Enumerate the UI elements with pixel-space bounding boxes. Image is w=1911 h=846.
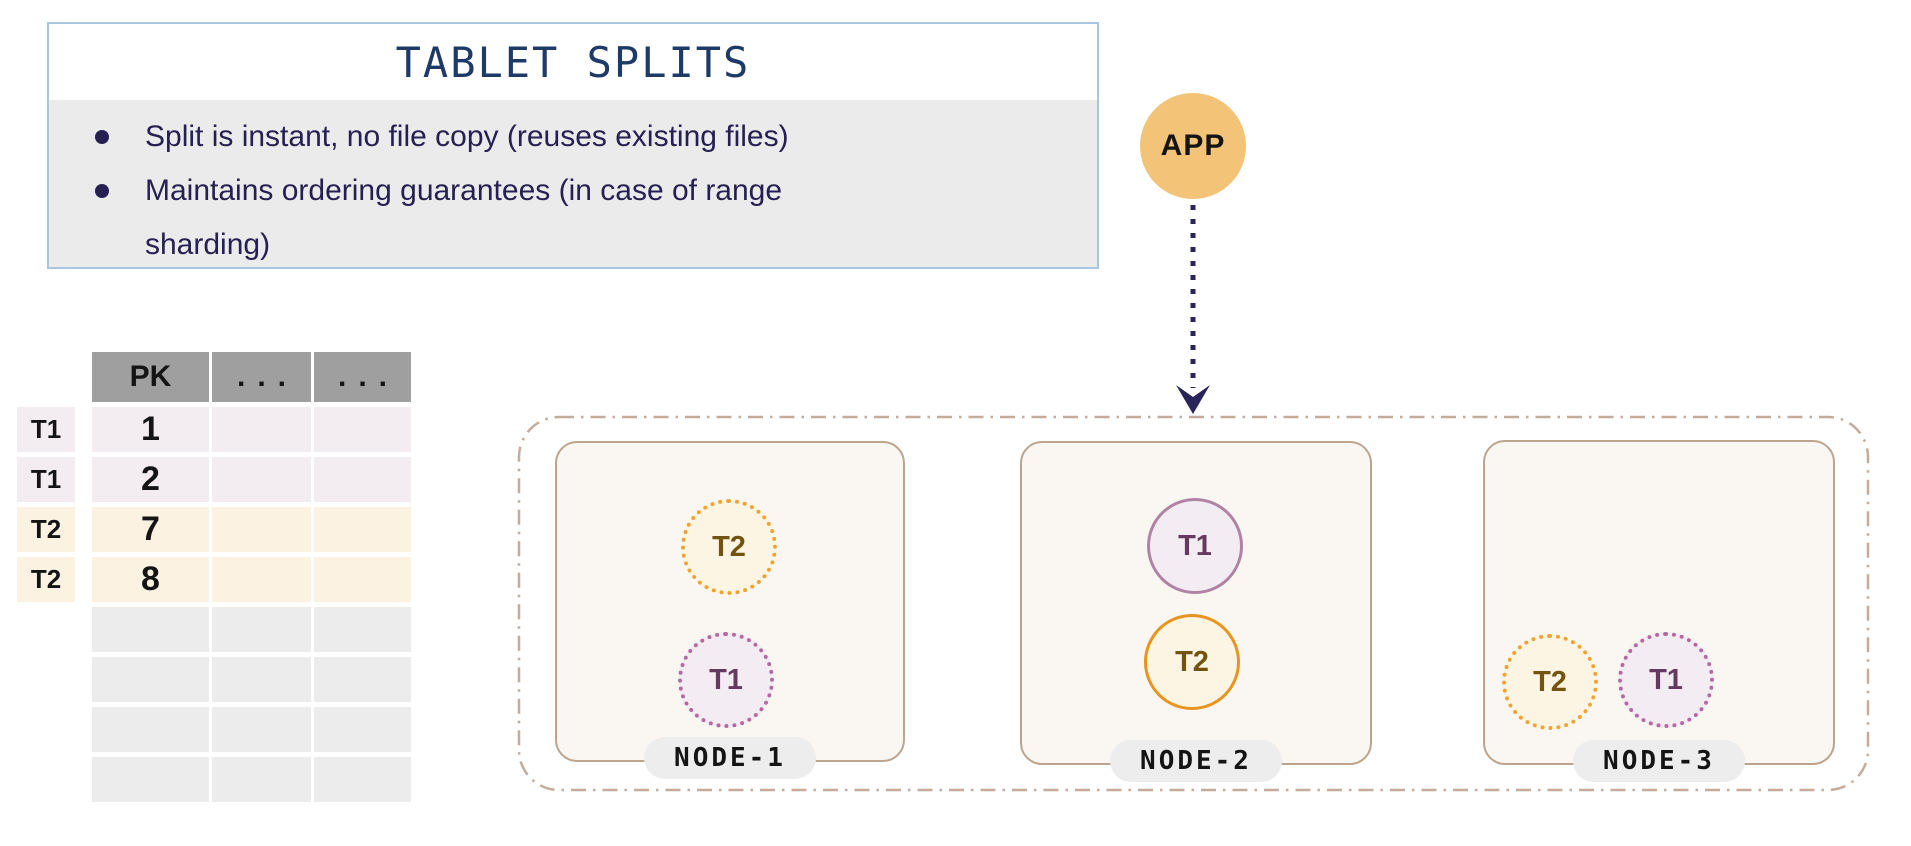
app-node: APP xyxy=(1140,93,1246,199)
data-cell xyxy=(212,607,311,652)
tablet-label: T2 xyxy=(1533,665,1567,698)
data-cell xyxy=(212,407,311,452)
table-row-empty xyxy=(17,607,411,652)
data-cell xyxy=(92,657,209,702)
tablet-t2-replica: T2 xyxy=(1502,634,1598,730)
tablet-label: T2 xyxy=(712,530,746,563)
table-row-empty xyxy=(17,707,411,752)
app-label: APP xyxy=(1160,129,1226,162)
tablet-label: T2 xyxy=(1175,645,1209,678)
data-cell xyxy=(212,757,311,802)
pk-table: PK ... ... T1 1 T1 2 T2 7 T2 8 xyxy=(17,352,411,807)
table-row: T1 1 xyxy=(17,407,411,452)
data-cell xyxy=(314,457,411,502)
tablet-t1-replica: T1 xyxy=(1618,632,1714,728)
data-cell xyxy=(212,457,311,502)
table-row-empty xyxy=(17,657,411,702)
info-box: TABLET SPLITS Split is instant, no file … xyxy=(47,22,1099,269)
data-cell xyxy=(314,507,411,552)
data-cell xyxy=(92,707,209,752)
row-spacer xyxy=(17,657,75,702)
data-cell xyxy=(212,507,311,552)
pk-cell: 1 xyxy=(92,407,209,452)
tablet-tag: T1 xyxy=(17,457,75,502)
tablet-t2-replica: T2 xyxy=(681,499,777,595)
bullet-text: Maintains ordering guarantees (in case o… xyxy=(145,174,783,261)
data-cell xyxy=(212,707,311,752)
table-row-empty xyxy=(17,757,411,802)
tablet-tag: T1 xyxy=(17,407,75,452)
pk-cell: 7 xyxy=(92,507,209,552)
data-cell xyxy=(314,757,411,802)
table-header-row: PK ... ... xyxy=(17,352,411,402)
bullet-item: Split is instant, no file copy (reuses e… xyxy=(95,110,1067,164)
node-label: NODE-2 xyxy=(1110,740,1282,782)
table-row: T2 7 xyxy=(17,507,411,552)
table-row: T2 8 xyxy=(17,557,411,602)
data-cell xyxy=(314,707,411,752)
row-spacer xyxy=(17,707,75,752)
data-cell xyxy=(314,657,411,702)
header-spacer xyxy=(17,352,75,402)
col-header-pk: PK xyxy=(92,352,209,402)
data-cell xyxy=(314,607,411,652)
pk-cell: 8 xyxy=(92,557,209,602)
row-spacer xyxy=(17,757,75,802)
data-cell xyxy=(314,557,411,602)
table-row: T1 2 xyxy=(17,457,411,502)
bullet-item: Maintains ordering guarantees (in case o… xyxy=(95,164,1067,272)
node-box-1: T2 T1 NODE-1 xyxy=(555,441,905,779)
pk-cell: 2 xyxy=(92,457,209,502)
tablet-label: T1 xyxy=(1649,663,1683,696)
tablet-t1-replica: T1 xyxy=(678,632,774,728)
tablet-label: T1 xyxy=(1178,529,1212,562)
col-header-ellipsis: ... xyxy=(314,352,411,402)
bullet-text: Split is instant, no file copy (reuses e… xyxy=(145,120,789,153)
data-cell xyxy=(92,757,209,802)
tablet-tag: T2 xyxy=(17,557,75,602)
data-cell xyxy=(314,407,411,452)
info-bullet-list: Split is instant, no file copy (reuses e… xyxy=(49,100,1097,267)
node-box-3: T2 T1 NODE-3 xyxy=(1483,440,1835,782)
node-label: NODE-1 xyxy=(644,737,816,779)
data-cell xyxy=(92,607,209,652)
app-arrowhead-icon xyxy=(1176,385,1210,414)
node-box-2: T1 T2 NODE-2 xyxy=(1020,441,1372,782)
tablet-tag: T2 xyxy=(17,507,75,552)
row-spacer xyxy=(17,607,75,652)
node-label: NODE-3 xyxy=(1573,740,1745,782)
data-cell xyxy=(212,657,311,702)
data-cell xyxy=(212,557,311,602)
info-box-title: TABLET SPLITS xyxy=(395,37,751,87)
tablet-t2-leader: T2 xyxy=(1144,614,1240,710)
tablet-t1-leader: T1 xyxy=(1147,498,1243,594)
col-header-ellipsis: ... xyxy=(212,352,311,402)
bullet-dot-icon xyxy=(95,184,109,198)
bullet-dot-icon xyxy=(95,130,109,144)
tablet-label: T1 xyxy=(709,663,743,696)
